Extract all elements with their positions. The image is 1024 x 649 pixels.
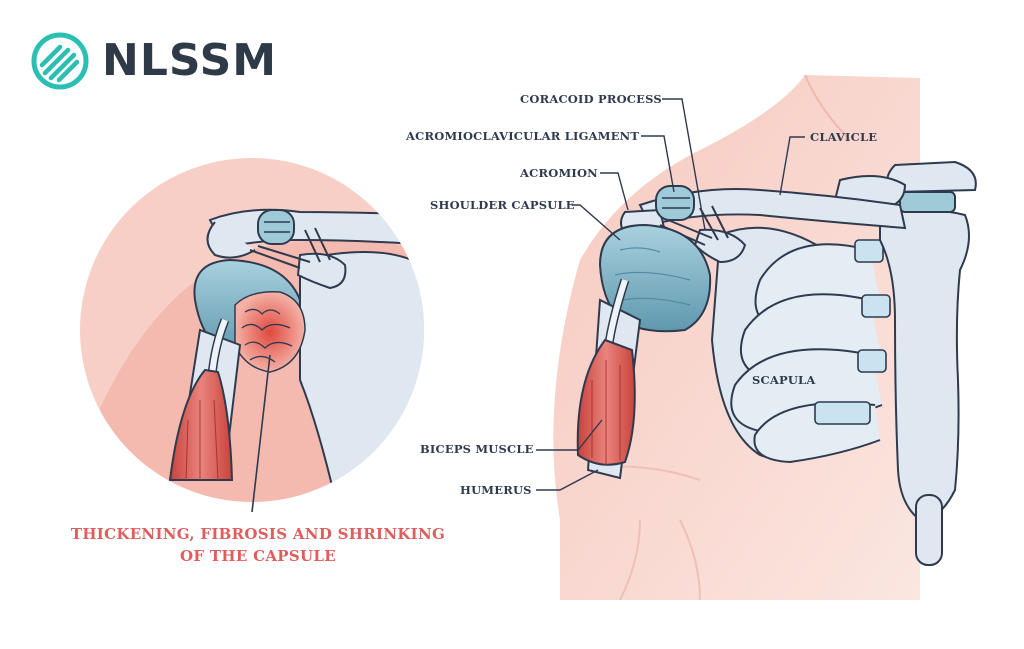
capsule-caption: THICKENING, FIBROSIS AND SHRINKING OF TH…: [58, 523, 458, 567]
logo-text: NLSSM: [102, 35, 278, 86]
torso-illustration: [553, 74, 977, 601]
label-humerus: HUMERUS: [460, 483, 532, 497]
caption-line-1: THICKENING, FIBROSIS AND SHRINKING: [70, 525, 446, 543]
label-acromioclavicular-ligament: ACROMIOCLAVICULAR LIGAMENT: [406, 129, 640, 143]
label-acromion: ACROMION: [520, 166, 598, 180]
label-coracoid-process: CORACOID PROCESS: [520, 92, 662, 106]
zoom-circle: [80, 158, 424, 513]
label-clavicle: CLAVICLE: [810, 130, 878, 144]
label-leader-lines: [536, 98, 805, 491]
nlssm-logo-icon: [31, 32, 89, 90]
label-shoulder-capsule: SHOULDER CAPSULE: [430, 198, 575, 212]
caption-line-2: OF THE CAPSULE: [180, 547, 336, 565]
label-scapula: SCAPULA: [752, 373, 816, 387]
label-biceps-muscle: BICEPS MUSCLE: [420, 442, 534, 456]
logo: NLSSM: [30, 26, 277, 96]
